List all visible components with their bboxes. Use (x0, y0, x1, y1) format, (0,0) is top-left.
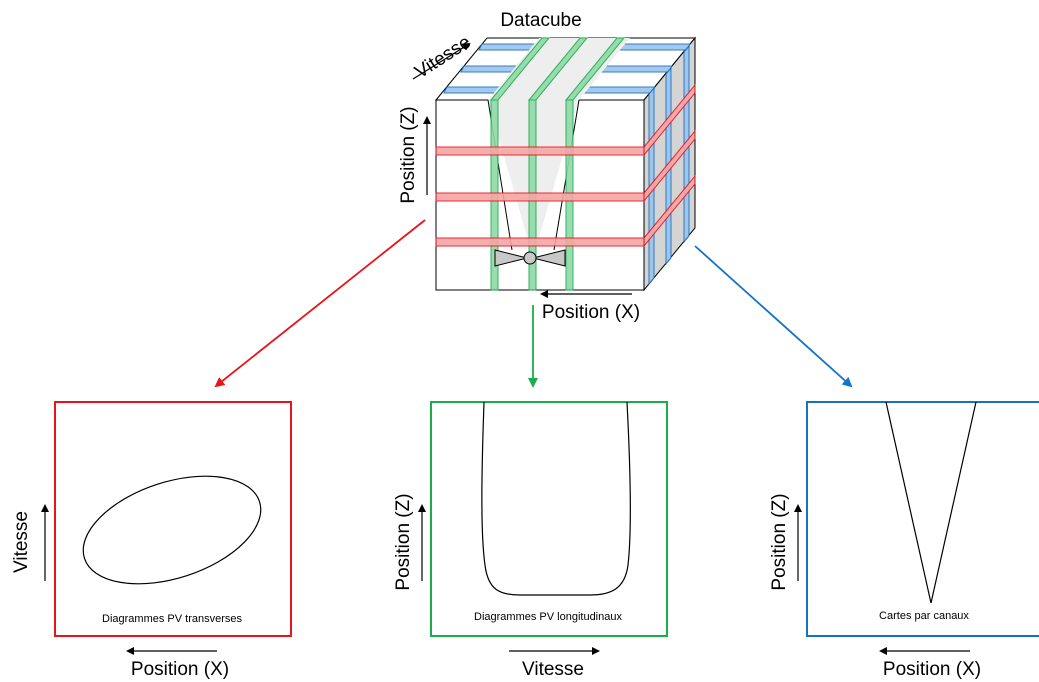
panel-caption: Cartes par canaux (879, 610, 969, 622)
panel-x-axis-label: Vitesse (522, 659, 584, 680)
panel-caption: Diagrammes PV transverses (102, 613, 242, 625)
velocity-axis-arrow (412, 42, 471, 80)
panel-x-axis-label: Position (X) (131, 659, 229, 680)
pv-ellipse (82, 475, 262, 585)
pv-u-curve (481, 401, 631, 596)
panel-frame (430, 401, 668, 637)
panel-x-axis-label: Position (X) (883, 659, 981, 680)
cone-outline (885, 401, 977, 604)
panel-pv-longitudinal: Diagrammes PV longitudinaux Position (Z)… (393, 401, 668, 680)
cube-title: Datacube (500, 10, 581, 31)
panel-frame (806, 401, 1039, 637)
panel-pv-transverse: Diagrammes PV transverses Vitesse Positi… (11, 401, 292, 680)
cube-axis-position-x: Position (X) (542, 302, 640, 323)
red-projection-arrow (214, 219, 426, 388)
panel-frame (54, 401, 292, 637)
panel-channel-maps: Cartes par canaux Position (Z) Position … (769, 401, 1039, 680)
datacube: Datacube Vitesse Position (Z) Position (… (398, 10, 697, 323)
blue-projection-arrow (694, 245, 853, 388)
panel-caption: Diagrammes PV longitudinaux (474, 611, 622, 623)
panel-y-axis-label: Position (Z) (769, 493, 790, 590)
source-bowtie-icon (494, 249, 566, 267)
panel-y-axis-label: Position (Z) (393, 493, 414, 590)
red-slices (435, 83, 696, 248)
cube-axis-position-z: Position (Z) (398, 106, 419, 203)
panel-y-axis-label: Vitesse (11, 511, 32, 573)
